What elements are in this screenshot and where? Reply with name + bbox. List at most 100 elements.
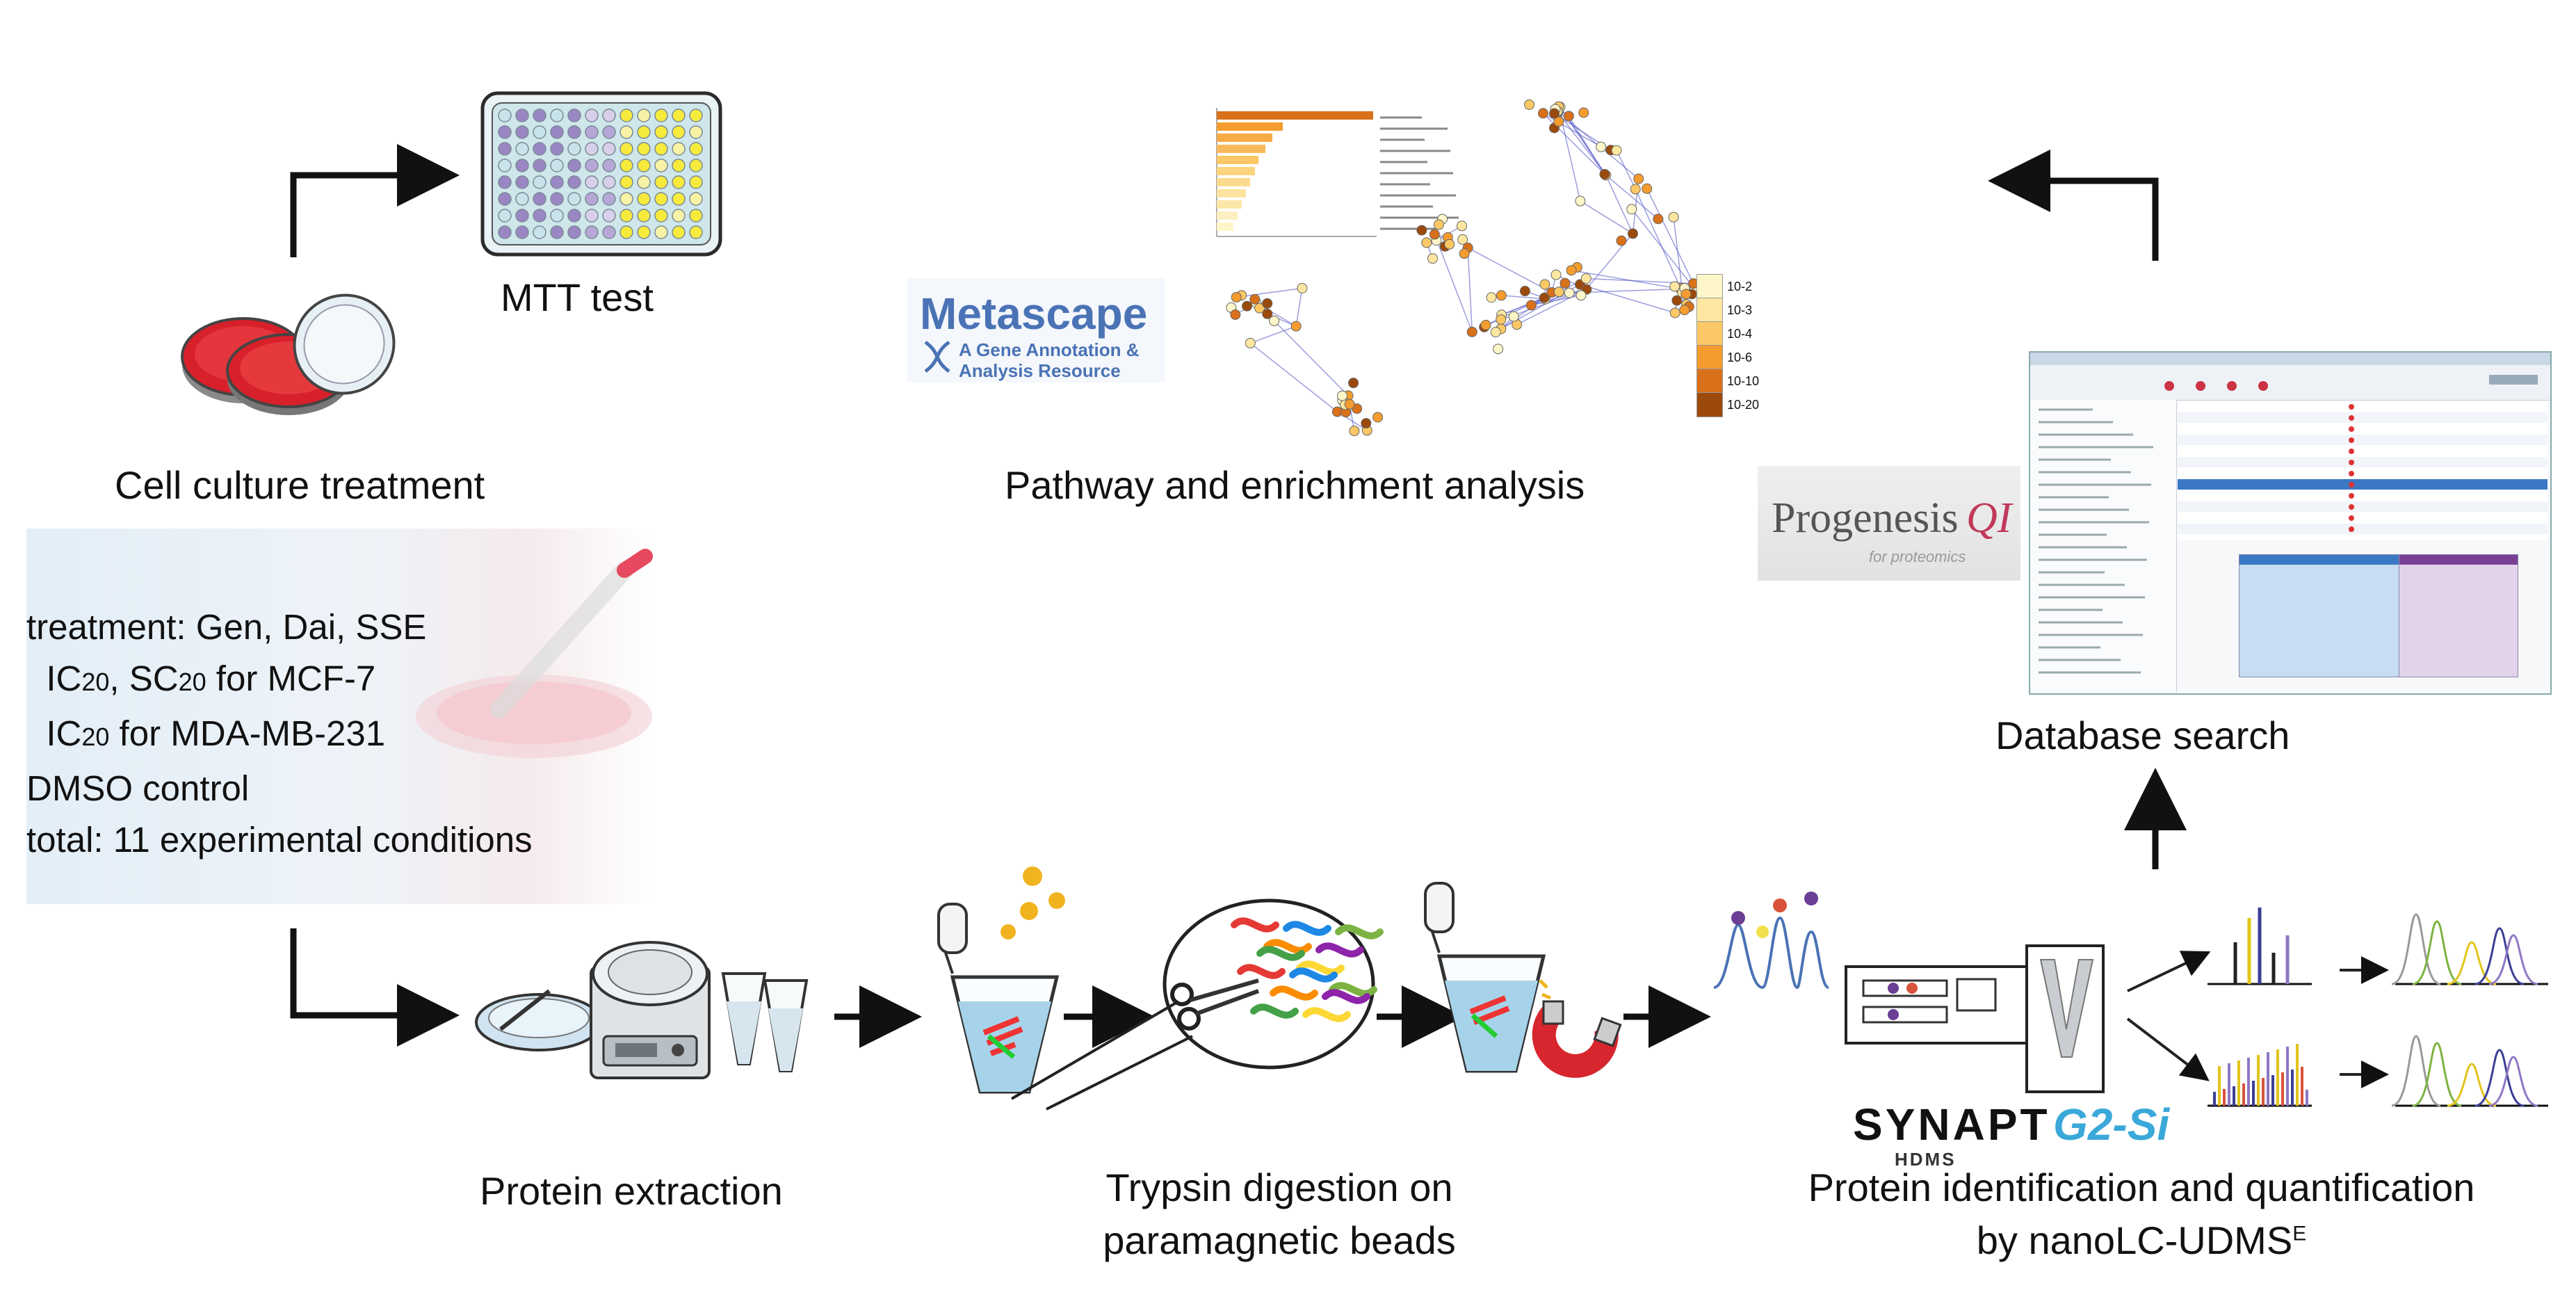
well xyxy=(654,159,668,172)
well xyxy=(567,209,581,223)
well xyxy=(654,175,668,189)
well xyxy=(498,209,512,223)
network-edge xyxy=(1274,320,1349,396)
well xyxy=(550,192,564,206)
well xyxy=(619,209,633,223)
software-window-icon xyxy=(2029,351,2552,695)
network-node xyxy=(1361,418,1372,429)
treatment-line: total: 11 experimental conditions xyxy=(26,820,533,860)
network-node xyxy=(1560,277,1571,289)
well xyxy=(515,225,529,239)
well xyxy=(567,175,581,189)
treatment-text: treatment: Gen, Dai, SSE IC20, SC20 for … xyxy=(26,602,533,866)
well xyxy=(672,142,686,156)
network-node xyxy=(1633,173,1644,184)
network-node xyxy=(1611,145,1622,156)
well xyxy=(654,108,668,122)
progenesis-subtitle: for proteomics xyxy=(1869,548,1966,565)
status-dot xyxy=(2349,482,2354,487)
well xyxy=(498,159,512,172)
window-plot-right xyxy=(2399,554,2518,677)
treatment-line: treatment: Gen, Dai, SSE xyxy=(26,607,427,647)
status-dot xyxy=(2349,415,2354,421)
network-edge xyxy=(1568,115,1605,175)
well xyxy=(515,175,529,189)
network-edge xyxy=(1516,289,1587,325)
network-node xyxy=(1553,116,1564,127)
network-edge xyxy=(1467,248,1473,332)
network-node xyxy=(1254,303,1265,314)
legend-item: 10-3 xyxy=(1696,298,1766,323)
window-results-table xyxy=(2178,401,2547,540)
legend-swatch xyxy=(1696,345,1723,370)
network-node xyxy=(1230,309,1241,320)
well xyxy=(619,142,633,156)
network-node xyxy=(1564,287,1575,298)
well xyxy=(550,159,564,172)
protein-ribbon-segment xyxy=(1322,989,1370,1004)
identification-label: Protein identification and quantificatio… xyxy=(1731,1161,2552,1266)
network-node xyxy=(1372,412,1384,423)
microplate-icon xyxy=(480,91,722,257)
arrow-spectra-top xyxy=(2127,951,2211,992)
well xyxy=(654,209,668,223)
well xyxy=(637,209,651,223)
well xyxy=(550,175,564,189)
network-node xyxy=(1525,300,1537,311)
protein-ribbon-segment xyxy=(1329,982,1377,997)
well xyxy=(567,192,581,206)
legend-label: 10-3 xyxy=(1727,303,1753,317)
network-node xyxy=(1416,225,1427,236)
network-node xyxy=(1231,291,1242,303)
table-row xyxy=(2178,424,2547,434)
table-row xyxy=(2178,468,2547,478)
well xyxy=(515,159,529,172)
well xyxy=(654,125,668,139)
table-row xyxy=(2178,513,2547,523)
legend-label: 10-10 xyxy=(1727,373,1760,388)
trypsin-label-line2: paramagnetic beads xyxy=(1103,1218,1456,1262)
network-node xyxy=(1444,239,1455,250)
window-plot-left xyxy=(2239,554,2400,677)
legend-swatch xyxy=(1696,321,1723,346)
well xyxy=(672,159,686,172)
well xyxy=(637,175,651,189)
well xyxy=(550,108,564,122)
protein-ribbon-segment xyxy=(1302,1007,1351,1022)
enrichment-bar xyxy=(1217,211,1238,220)
network-node xyxy=(1480,319,1491,330)
network-node xyxy=(1429,229,1440,240)
status-dot xyxy=(2349,460,2354,465)
status-dot xyxy=(2349,515,2354,521)
well xyxy=(585,192,599,206)
arrow-to-pathway xyxy=(1988,150,2159,261)
well xyxy=(689,192,703,206)
table-row xyxy=(2178,490,2547,501)
network-node xyxy=(1626,204,1637,215)
well xyxy=(602,108,616,122)
network-node xyxy=(1262,298,1273,309)
well xyxy=(637,125,651,139)
network-node xyxy=(1539,279,1550,290)
network-edge xyxy=(1605,175,1659,220)
well xyxy=(654,142,668,156)
well xyxy=(498,175,512,189)
network-node xyxy=(1563,111,1574,122)
protein-ribbon-segment xyxy=(1263,939,1312,954)
enrichment-bar xyxy=(1217,200,1242,209)
legend-swatch xyxy=(1696,298,1723,323)
treatment-line: IC20, SC20 for MCF-7 xyxy=(46,659,376,698)
well xyxy=(515,125,529,139)
treatment-background xyxy=(26,529,653,904)
legend-label: 10-6 xyxy=(1727,350,1753,364)
well xyxy=(689,175,703,189)
metascape-subtitle-1: A Gene Annotation & xyxy=(959,339,1140,360)
magnet-icon xyxy=(1424,882,1622,1078)
network-node xyxy=(1680,289,1692,300)
well xyxy=(550,225,564,239)
protein-ribbon-segment xyxy=(1237,964,1286,979)
network-edge xyxy=(1635,188,1682,289)
table-row xyxy=(2178,457,2547,467)
network-node xyxy=(1337,390,1348,401)
enrichment-bar xyxy=(1217,122,1283,131)
